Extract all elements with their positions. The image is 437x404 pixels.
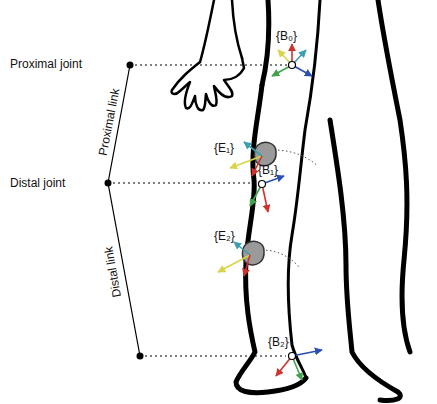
frame-label: {B₀}: [276, 30, 297, 42]
joint-label: Proximal joint: [10, 58, 82, 70]
link-skeleton: [108, 65, 288, 356]
coordinate-frames: [218, 44, 322, 380]
frame-label: {B₂}: [268, 336, 289, 348]
link-label: Proximal link: [97, 87, 122, 156]
frame-label: {B₁}: [258, 164, 278, 176]
link-label: Distal link: [103, 246, 124, 299]
frame-label: {E₂}: [214, 230, 235, 242]
body-outline: [172, 0, 410, 401]
joint-label: Distal joint: [10, 177, 65, 189]
frame-label: {E₁}: [214, 142, 234, 154]
